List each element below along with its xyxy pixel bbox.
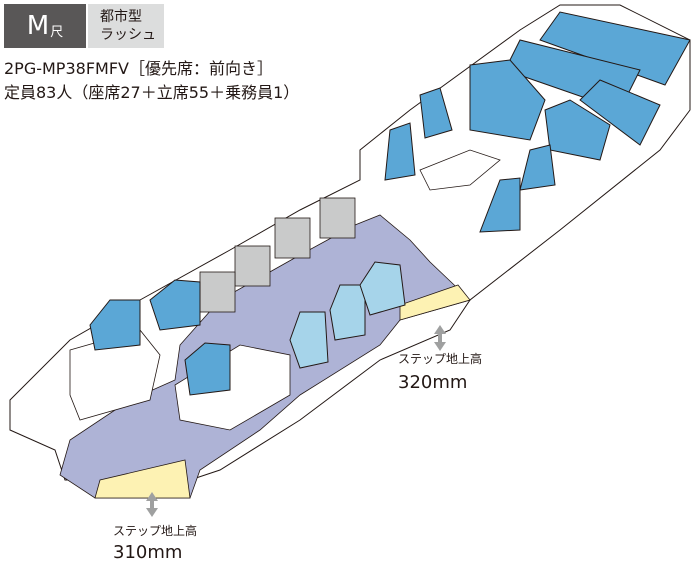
bus-type-badge: 都市型 ラッシュ — [88, 4, 164, 48]
front-step-height-arrow — [146, 492, 158, 517]
rear-step-strip — [399, 284, 471, 321]
size-sub: 尺 — [50, 24, 64, 40]
front-step-label: ステップ地上高 — [113, 524, 198, 538]
size-main: M — [26, 11, 50, 41]
rear-step-value: 320mm — [398, 372, 468, 393]
front-seats — [89, 279, 231, 396]
type-line-1: 都市型 — [100, 9, 142, 25]
middle-platform — [174, 344, 291, 431]
rear-step-height-arrow — [434, 325, 446, 351]
priority-seats — [289, 261, 406, 369]
rear-seat-block — [384, 11, 691, 233]
rear-step-label: ステップ地上高 — [398, 352, 483, 366]
luggage-racks — [199, 197, 356, 313]
model-line: 2PG-MP38FMFV［優先席：前向き］ — [4, 59, 273, 78]
front-step-value: 310mm — [113, 542, 183, 563]
type-line-2: ラッシュ — [100, 27, 156, 43]
front-step-strip — [94, 459, 191, 499]
rear-wheel-arch — [419, 149, 501, 191]
capacity-line: 定員83人（座席27＋立席55＋乗務員1） — [4, 83, 300, 102]
